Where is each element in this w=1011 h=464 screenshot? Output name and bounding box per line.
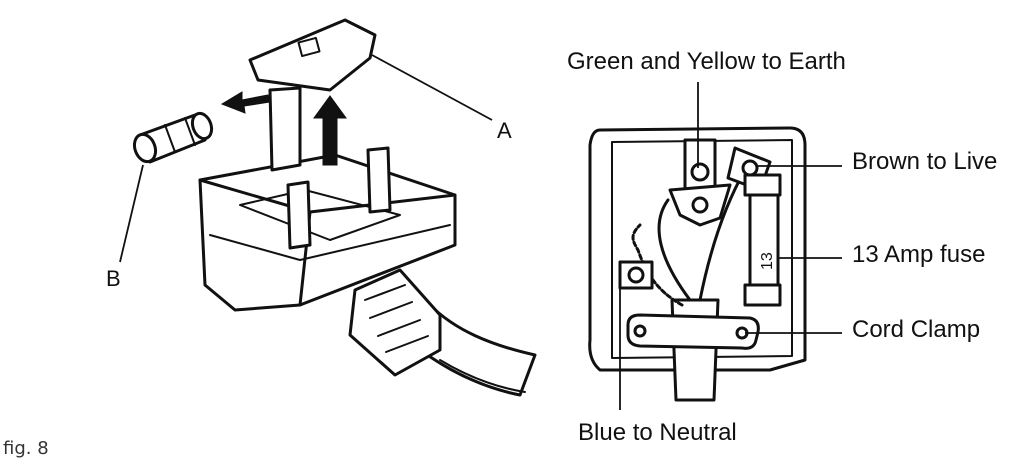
leader-a — [371, 54, 493, 121]
earth-wire — [657, 198, 692, 302]
cartridge-fuse — [132, 111, 214, 164]
label-neutral: Blue to Neutral — [578, 419, 737, 446]
plug-exterior-illustration — [119, 18, 537, 397]
label-a: A — [497, 118, 512, 143]
label-earth: Green and Yellow to Earth — [567, 48, 846, 75]
fuse-clip-top — [743, 173, 782, 197]
earth-pin — [268, 86, 302, 172]
neutral-terminal — [618, 260, 654, 290]
lift-arrow — [313, 95, 347, 166]
label-fuse: 13 Amp fuse — [852, 241, 985, 268]
plug-interior-illustration: 13 — [588, 82, 842, 410]
neutral-wire — [631, 223, 684, 307]
label-clamp: Cord Clamp — [852, 316, 980, 343]
label-b: B — [106, 266, 121, 291]
fuse-body — [748, 193, 780, 287]
remove-arrow — [220, 91, 271, 114]
fuse-cover — [248, 18, 377, 92]
cord-grip — [348, 268, 442, 377]
neutral-pin — [366, 146, 392, 214]
leader-b — [119, 164, 144, 263]
fuse-clip-bottom — [743, 283, 782, 307]
label-live: Brown to Live — [852, 148, 997, 175]
plug-body — [198, 153, 457, 312]
cord-clamp — [626, 313, 760, 350]
figure-caption: fig. 8 — [3, 438, 49, 459]
fuse-marking: 13 — [759, 252, 776, 270]
live-pin — [286, 180, 312, 250]
